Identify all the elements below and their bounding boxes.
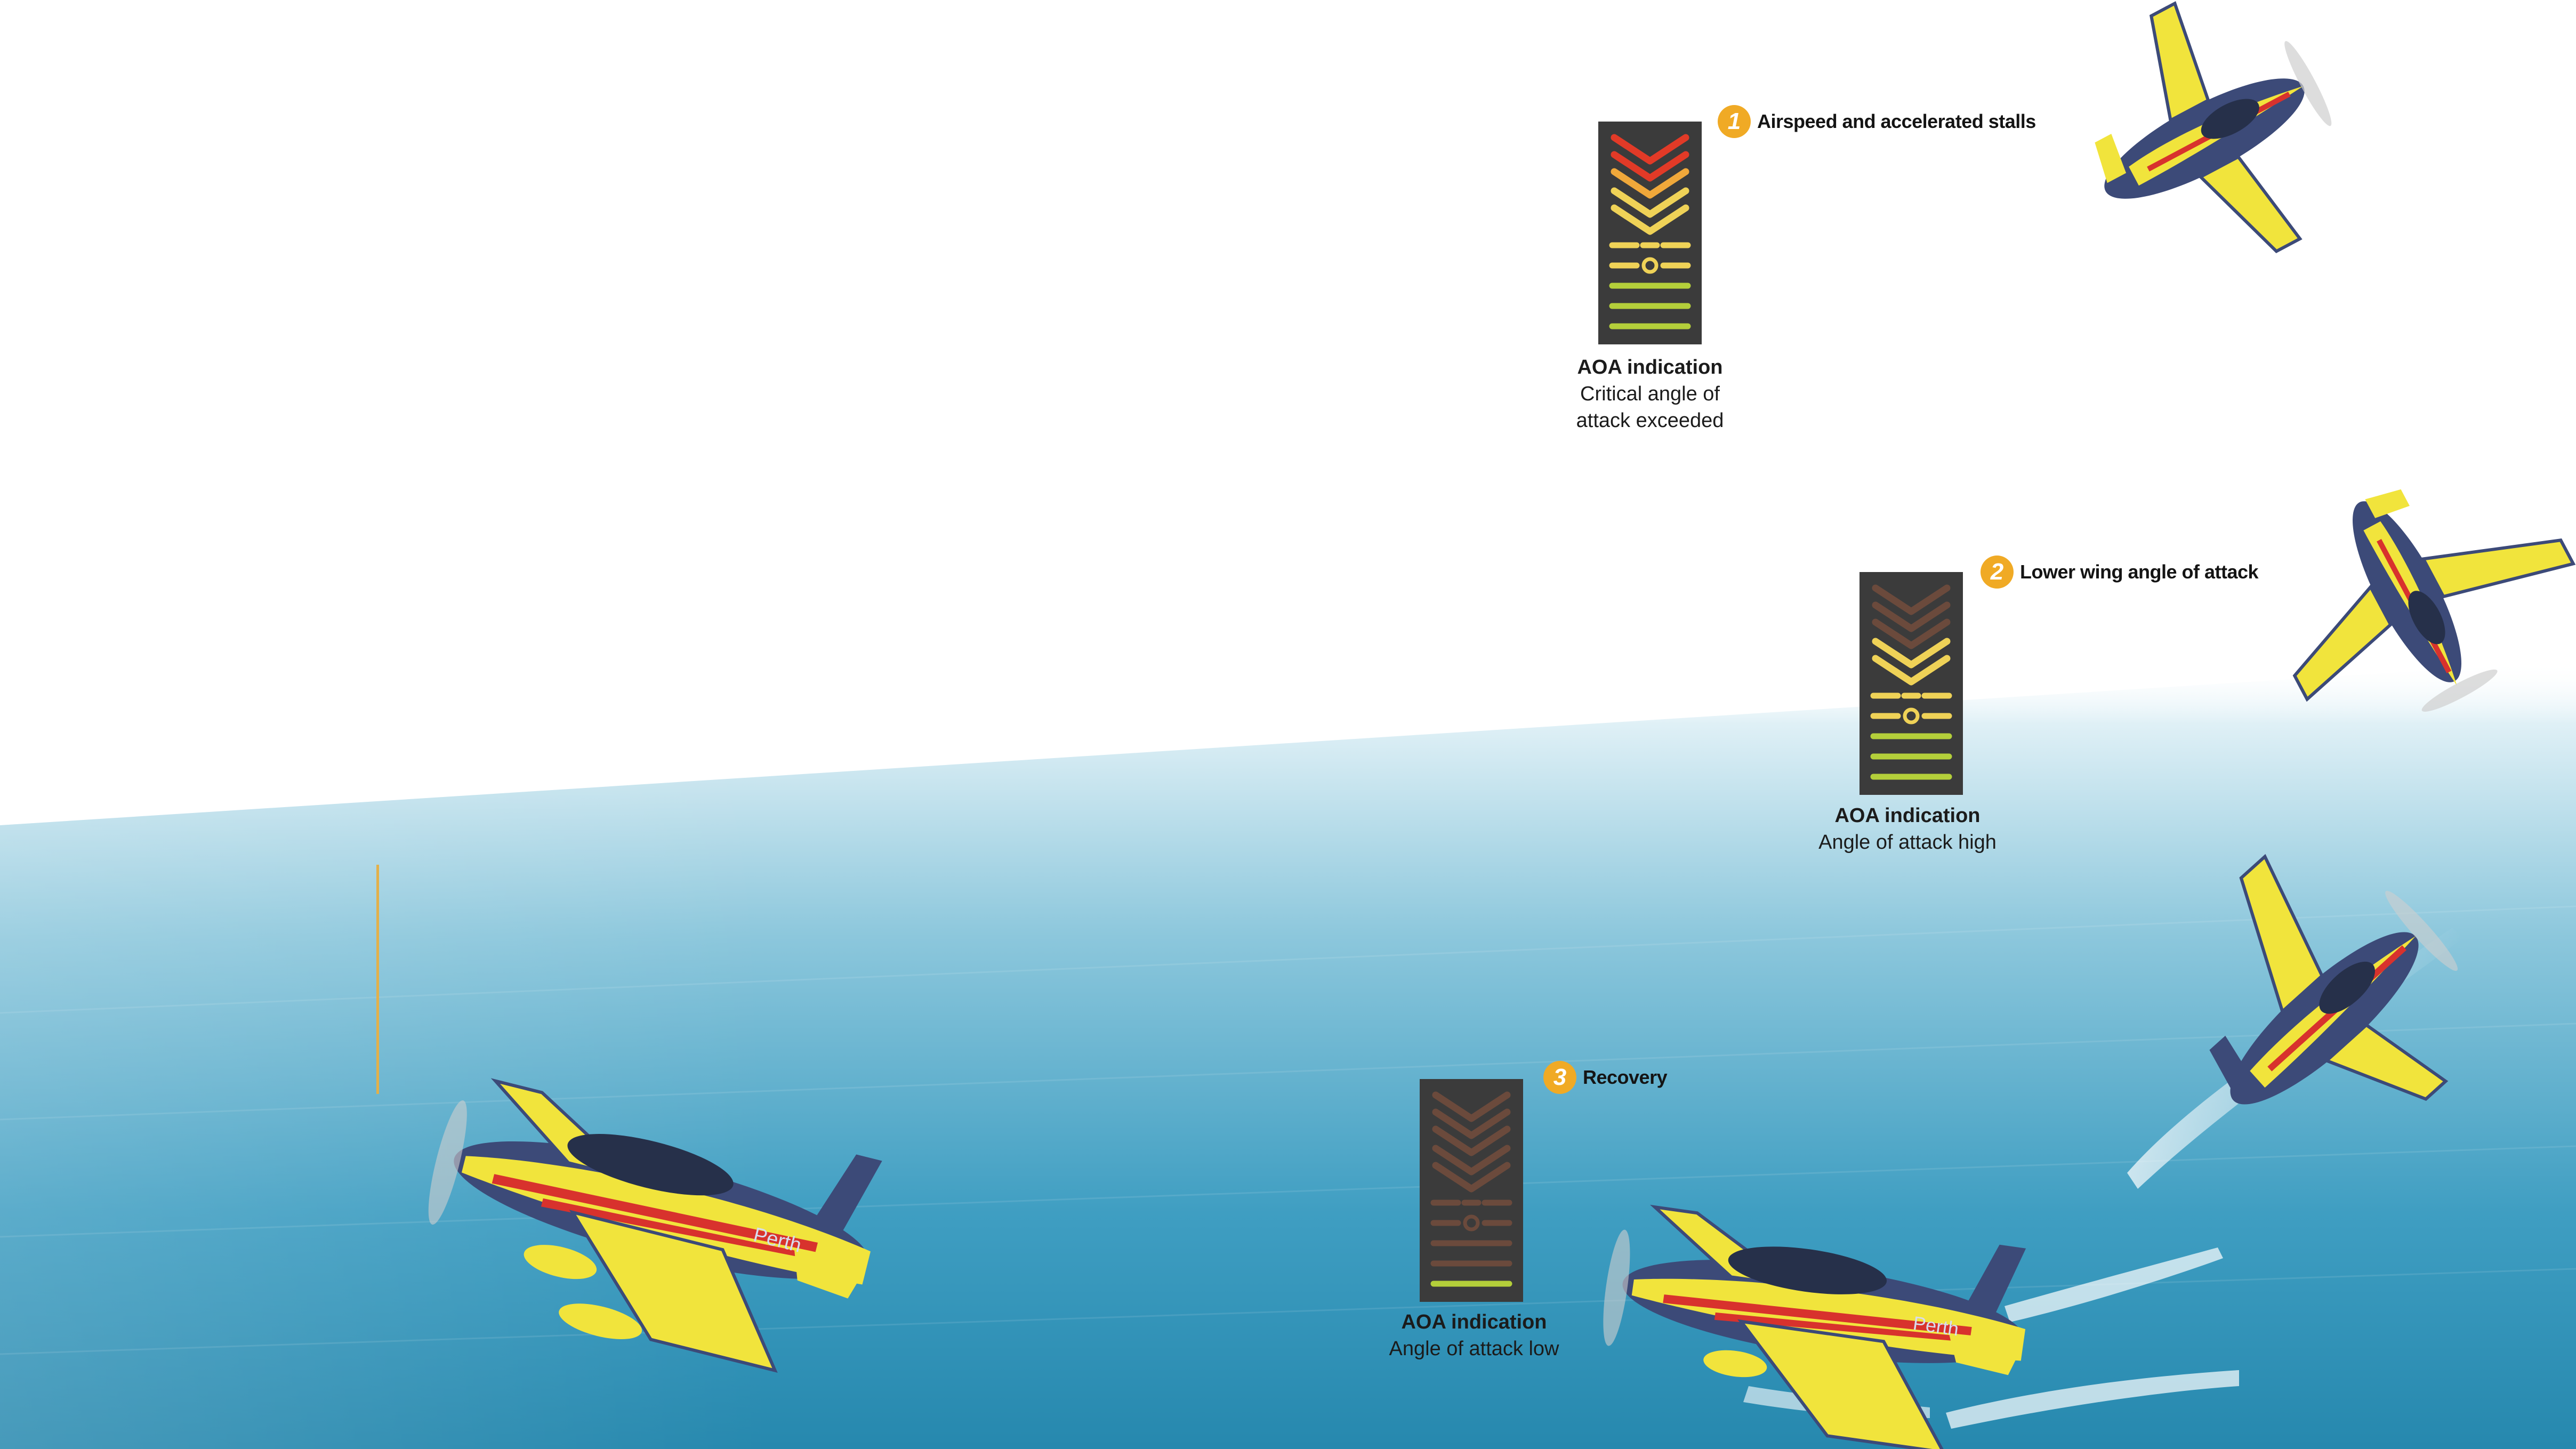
aoa-chevron — [1872, 601, 1951, 632]
step-3-badge: 3 — [1543, 1061, 1576, 1094]
step-2-badge: 2 — [1981, 556, 2014, 589]
sea-haze — [0, 661, 2576, 1449]
aircraft-recovering — [2209, 854, 2458, 1105]
aoa-chevron — [1872, 638, 1951, 669]
gauge-title: AOA indication — [1577, 356, 1723, 379]
gauge-title: AOA indication — [1401, 1311, 1547, 1333]
gauge-title: AOA indication — [1834, 804, 1981, 827]
aoa-gauge-high — [1859, 572, 1963, 795]
step-3: 3 Recovery — [1543, 1061, 1668, 1094]
step-2: 2 Lower wing angle of attack — [1981, 556, 2259, 589]
gauge-description: attack exceeded — [1576, 409, 1724, 432]
aoa-chevron — [1432, 1091, 1511, 1122]
aircraft-level-right: Perth — [1603, 1204, 2026, 1449]
accent-line — [376, 865, 379, 1094]
step-3-label: Recovery — [1583, 1066, 1668, 1088]
step-1: 1 Airspeed and accelerated stalls — [1718, 105, 2036, 138]
gauge-description: Angle of attack high — [1818, 831, 1997, 854]
aoa-chevron — [1432, 1125, 1511, 1156]
aircraft-stall — [2095, 1, 2332, 254]
gauge-caption-high: AOA indication Angle of attack high — [1769, 802, 2046, 856]
step-2-label: Lower wing angle of attack — [2020, 561, 2259, 583]
gauge-description: Angle of attack low — [1389, 1338, 1559, 1360]
aoa-chevron — [1432, 1108, 1511, 1139]
aoa-chevron — [1611, 204, 1689, 235]
aoa-chevron — [1872, 584, 1951, 615]
aoa-gauge-critical — [1598, 122, 1702, 344]
aoa-center-dot — [1641, 257, 1659, 274]
aircraft-lower-wing — [2292, 489, 2576, 712]
step-1-badge: 1 — [1718, 105, 1751, 138]
aoa-center-dot — [1903, 707, 1920, 724]
aoa-gauge-low — [1420, 1079, 1523, 1302]
aoa-chevron — [1872, 618, 1951, 649]
aircraft-level-left: Perth — [428, 1078, 882, 1373]
aoa-chevron — [1872, 655, 1951, 686]
aoa-center-dot — [1463, 1214, 1480, 1231]
gauge-description: Critical angle of — [1580, 383, 1720, 405]
aoa-chevron — [1432, 1162, 1511, 1193]
gauge-caption-low: AOA indication Angle of attack low — [1335, 1309, 1613, 1362]
aoa-chevron — [1432, 1145, 1511, 1176]
step-1-label: Airspeed and accelerated stalls — [1757, 110, 2036, 132]
aoa-chevron — [1611, 151, 1689, 182]
aoa-chevron — [1611, 187, 1689, 218]
aoa-chevron — [1611, 134, 1689, 165]
aoa-chevron — [1611, 168, 1689, 199]
gauge-caption-critical: AOA indication Critical angle of attack … — [1511, 354, 1789, 434]
